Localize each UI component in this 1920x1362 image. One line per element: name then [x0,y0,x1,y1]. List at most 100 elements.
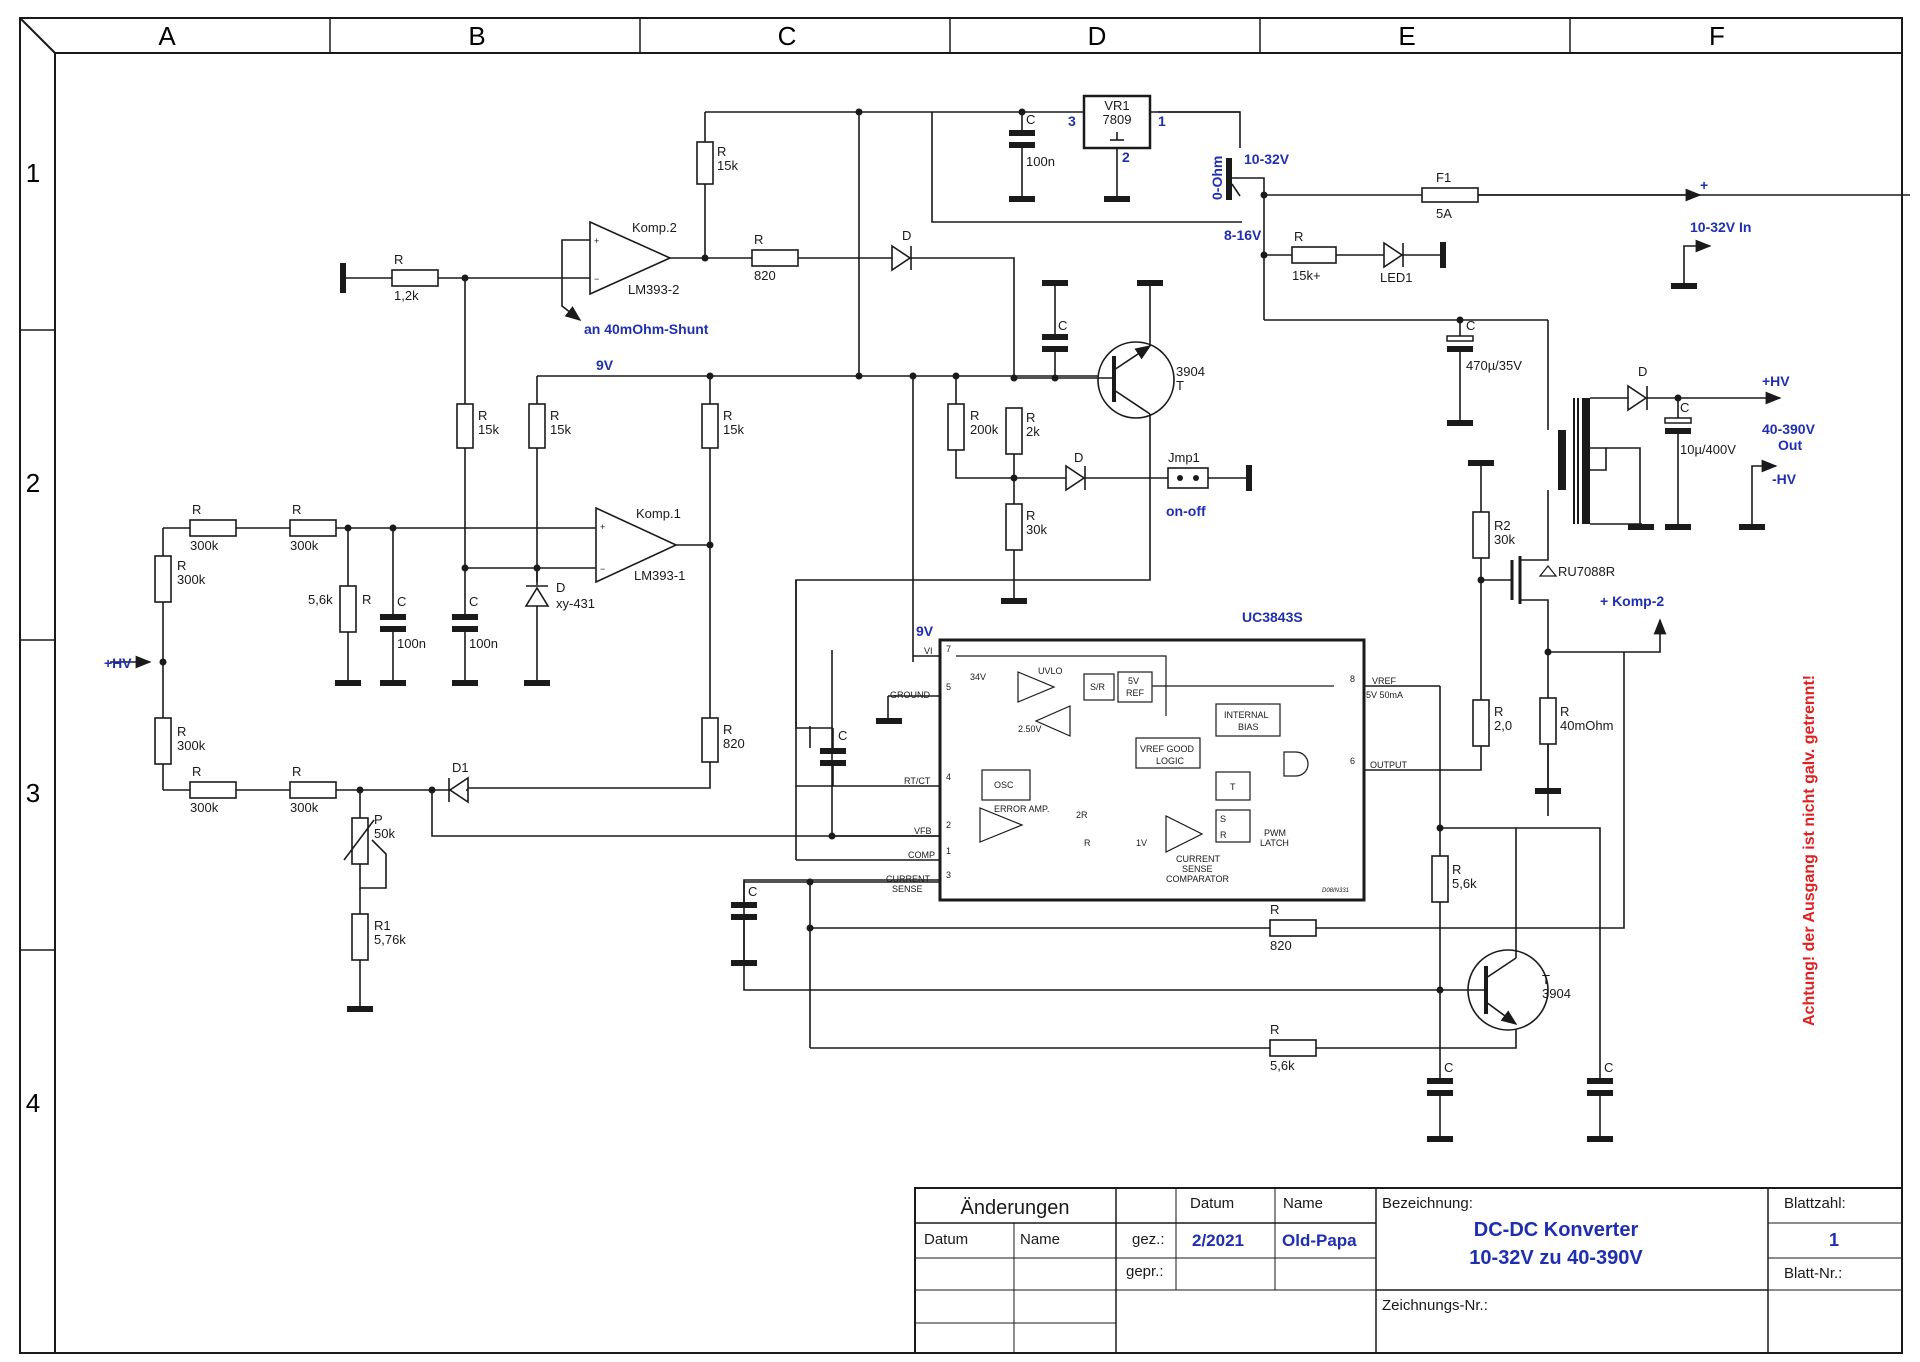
r40m-ref: R [1560,704,1569,719]
col-label-e: E [1398,21,1415,51]
hv-in-label: +HV [104,655,132,671]
ic-pwm2: LATCH [1260,838,1289,848]
ic-pin1: 1 [946,846,951,856]
komp2-ref-label: + Komp-2 [1600,593,1664,609]
regulator-section: R 15k C 100n VR1 7809 3 1 2 10-32V 0-Ohm… [696,94,1910,426]
uc3843-title: UC3843S [1242,609,1303,625]
r2-0-ref: R [1494,704,1503,719]
title-block: Änderungen Datum Name Datum Name gez.: g… [914,1187,1903,1354]
ic-periphery: C C R 820 R 5,6k T 3904 R 5,6k [731,580,1625,1142]
c-bot1-ref: C [1444,1060,1453,1075]
ic-ref1: 5V [1128,676,1139,686]
comparator-komp2 [589,220,672,296]
r300k-4-ref: R [177,724,186,739]
c-rt-ref: C [838,728,847,743]
diode-out-ref: D [1638,364,1647,379]
komp2-part: LM393-2 [628,282,679,297]
r2-value: 30k [1494,532,1515,547]
ic-uvlo: UVLO [1038,666,1063,676]
ic-pin-vref2: 5V 50mA [1366,690,1403,700]
r5-6k-value: 5,6k [308,592,333,607]
r2k-ref: R [1026,410,1035,425]
r15kp-value: 15k+ [1292,268,1321,283]
f1-value: 5A [1436,206,1452,221]
f1-ref: F1 [1436,170,1451,185]
r300k-1-ref: R [192,502,201,517]
gez-name: Old-Papa [1282,1231,1357,1250]
ic-pin-output: OUTPUT [1370,760,1408,770]
ic-pin-ground: GROUND [890,690,930,700]
c100n-b-ref: C [469,594,478,609]
rev-name-header: Name [1020,1231,1060,1248]
c10u-value: 10µ/400V [1680,442,1736,457]
p50k-ref: P [374,812,383,827]
ic-s: S [1220,814,1226,824]
svg-text:+: + [600,522,605,532]
resistor-r15k-plus [1291,246,1337,264]
nine-volt-label-a: 9V [596,357,614,373]
resistor-r15k-c [701,403,719,449]
onoff-label: on-off [1166,503,1206,519]
c100n-a-ref: C [397,594,406,609]
svg-text:+: + [594,236,599,246]
vr1-pin3: 3 [1068,113,1076,129]
c-bot2-ref: C [1604,1060,1613,1075]
r1-2k-ref: R [394,252,403,267]
r30k-mid-ref: R [1026,508,1035,523]
ic-v250: 2.50V [1018,724,1042,734]
d-xy-value: xy-431 [556,596,595,611]
ic-pin-vfb: VFB [914,826,932,836]
selector-10-32v: 10-32V [1244,151,1290,167]
r2-ref: R2 [1494,518,1511,533]
ic-csc1: CURRENT [1176,854,1221,864]
r300k-6-ref: R [292,764,301,779]
resistor-r15k-b [528,403,546,449]
r300k-4-value: 300k [177,738,206,753]
c100n-b-value: 100n [469,636,498,651]
vr1-pin1: 1 [1158,113,1166,129]
r15k-b-value: 15k [550,422,571,437]
ic-bias1: INTERNAL [1224,710,1269,720]
potentiometer-p50k [351,817,369,865]
komp2-section: R 1,2k + − Komp.2 LM393-2 an 40mOhm-Shun… [340,220,1015,378]
resistor-r820-bot [1269,919,1317,937]
ic-pin5: 5 [946,682,951,692]
out-range-label: 40-390V [1762,421,1816,437]
ic-pin-vi: VI [924,646,933,656]
out-word-label: Out [1778,437,1802,453]
aenderungen-label: Änderungen [961,1197,1070,1219]
zener-xy431 [524,586,550,607]
r40m-value: 40mOhm [1560,718,1613,733]
ic-t: T [1230,782,1236,792]
ic-r2r: 2R [1076,810,1088,820]
komp1-section: 9V R 15k R 15k R 15k R 820 + − Komp.1 LM… [308,112,1120,789]
t-top-value: 3904 [1176,364,1205,379]
bezeichnung-label: Bezeichnung: [1382,1195,1473,1212]
diode-top [891,244,912,272]
r15k-c-value: 15k [723,422,744,437]
r1-2k-value: 1,2k [394,288,419,303]
r1-value: 5,76k [374,932,406,947]
r5-6k-right-ref: R [1452,862,1461,877]
ic-csc3: COMPARATOR [1166,874,1230,884]
gez-label: gez.: [1132,1231,1165,1248]
ic-pin-comp: COMP [908,850,935,860]
svg-text:−: − [600,564,605,574]
resistor-r300k-5 [189,781,237,799]
r2k-value: 2k [1026,424,1040,439]
jumper-jmp1[interactable] [1167,467,1209,489]
junction-dots [159,108,1682,994]
resistor-r15k-top [696,141,714,185]
col-label-d: D [1088,21,1107,51]
t-bot-ref: T [1542,972,1550,987]
resistor-r300k-1 [189,519,237,537]
r300k-2-value: 300k [290,538,319,553]
ic-vgood2: LOGIC [1156,756,1185,766]
col-label-c: C [778,21,797,51]
ic-pwm1: PWM [1264,828,1286,838]
name-header: Name [1283,1195,1323,1212]
d-xy-ref: D [556,580,565,595]
r200k-value: 200k [970,422,999,437]
resistor-r1 [351,913,369,961]
